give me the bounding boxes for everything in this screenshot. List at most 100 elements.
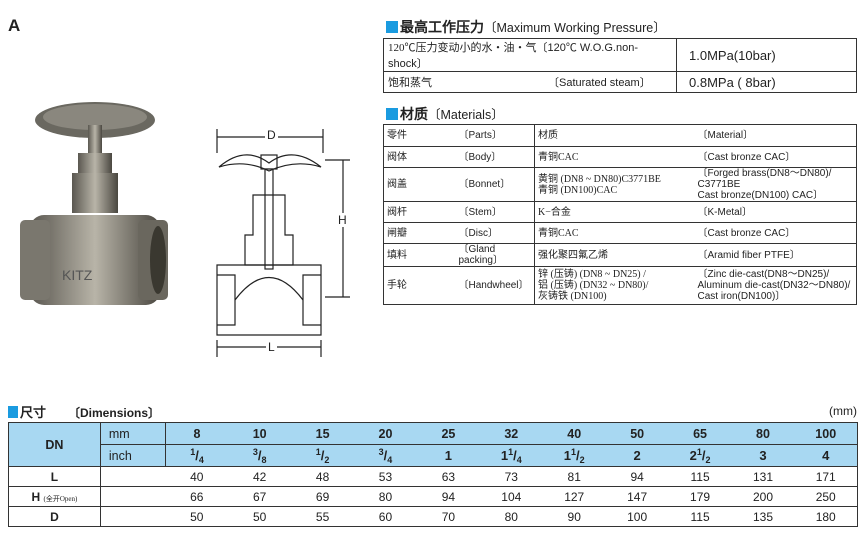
table-row: 手轮〔Handwheel〕锌 (压铸) (DN8 ~ DN25) /铝 (压铸)… xyxy=(383,266,857,305)
dimension-value: 66 xyxy=(165,486,229,507)
part-en: 〔Handwheel〕 xyxy=(455,266,535,305)
dimension-value: 115 xyxy=(668,506,732,527)
spacer-cell xyxy=(100,506,166,527)
right-port-outline xyxy=(302,274,321,326)
pressure-title-cn: 最高工作压力 xyxy=(400,19,484,35)
valve-photo: KITZ xyxy=(20,102,168,305)
inch-fraction: 4 xyxy=(822,447,829,465)
inch-numerator: 3 xyxy=(252,446,258,457)
inch-size: 21/2 xyxy=(668,444,732,467)
material-en-header: 〔Material〕 xyxy=(694,124,857,147)
material-cn-line: 青铜 (DN100)CAC xyxy=(538,184,618,196)
material-cn-line: 青铜CAC xyxy=(538,151,579,163)
body-outline xyxy=(216,264,322,336)
table-row: 120℃压力变动小的水・油・气〔120℃ W.O.G.non-shock〕1.0… xyxy=(383,38,857,72)
material-cn-cell: 青铜CAC xyxy=(534,146,695,168)
body-logo-text: KITZ xyxy=(62,267,93,283)
dimension-value: 70 xyxy=(416,506,480,527)
materials-title-cn: 材质 xyxy=(400,106,428,122)
inch-fraction: 3/8 xyxy=(252,446,267,465)
dimension-value: 50 xyxy=(228,506,292,527)
table-row: 饱和蒸气〔Saturated steam〕0.8MPa ( 8bar) xyxy=(383,71,857,93)
mm-size: 80 xyxy=(731,422,795,445)
material-en-cell: 〔Zinc die-cast(DN8～DN25)/Aluminum die-ca… xyxy=(694,266,857,305)
mm-size: 8 xyxy=(165,422,229,445)
part-en: 〔Body〕 xyxy=(455,146,535,168)
dimension-value: 200 xyxy=(731,486,795,507)
pressure-title: 最高工作压力〔Maximum Working Pressure〕 xyxy=(386,17,666,37)
body-shape xyxy=(30,215,160,305)
part-cn: 阀体 xyxy=(383,146,456,168)
part-cn: 填料 xyxy=(383,243,456,267)
dimension-value: 40 xyxy=(165,466,229,487)
part-en: 〔Bonnet〕 xyxy=(455,167,535,202)
condition-en: 〔120℃ W.O.G.non-shock〕 xyxy=(388,42,638,70)
material-en-cell: 〔Aramid fiber PTFE〕 xyxy=(694,243,857,267)
bonnet-shape xyxy=(72,173,118,213)
handwheel-top-shape xyxy=(43,104,147,130)
dimension-value: 73 xyxy=(479,466,543,487)
inch-size: 3 xyxy=(731,444,795,467)
mm-size: 25 xyxy=(416,422,480,445)
dimension-value: 42 xyxy=(228,466,292,487)
dimension-value: 131 xyxy=(731,466,795,487)
bullet-square-icon xyxy=(386,108,398,120)
dimension-label: D xyxy=(50,509,59,524)
inch-numerator: 1 xyxy=(315,446,321,457)
part-en-header: 〔Parts〕 xyxy=(455,124,535,147)
condition-cn: 饱和蒸气 xyxy=(388,77,432,89)
inch-size: 2 xyxy=(605,444,669,467)
material-cn-cell: 锌 (压铸) (DN8 ~ DN25) /铝 (压铸) (DN32 ~ DN80… xyxy=(534,266,695,305)
material-en-line: Aluminum die-cast(DN32～DN80)/ xyxy=(697,280,851,291)
inch-denominator: 2 xyxy=(579,454,585,465)
dimension-value: 50 xyxy=(165,506,229,527)
material-en-line: 〔Forged brass(DN8～DN80)/ C3771BE xyxy=(697,168,832,190)
material-cn-line: 青铜CAC xyxy=(538,227,579,239)
valve-drawing xyxy=(216,129,350,357)
dimension-value: 63 xyxy=(416,466,480,487)
pressure-table: 120℃压力变动小的水・油・气〔120℃ W.O.G.non-shock〕1.0… xyxy=(383,38,857,93)
dimension-value: 127 xyxy=(542,486,606,507)
material-en-line: 〔Cast bronze CAC〕 xyxy=(697,227,796,239)
inch-size: 4 xyxy=(794,444,858,467)
seat-outline xyxy=(234,276,304,301)
material-en-cell: 〔Cast bronze CAC〕 xyxy=(694,146,857,168)
inch-fraction: 3 xyxy=(759,447,766,465)
inch-denominator: 4 xyxy=(387,454,393,465)
dimensions-title: 尺寸〔Dimensions〕 xyxy=(8,402,160,421)
inch-denominator: 8 xyxy=(261,454,267,465)
dimension-value: 80 xyxy=(479,506,543,527)
inch-numerator: 1 xyxy=(571,446,577,457)
mm-size: 10 xyxy=(228,422,292,445)
inch-whole: 1 xyxy=(500,447,509,463)
inch-whole: 1 xyxy=(444,447,452,463)
mm-size: 32 xyxy=(479,422,543,445)
spacer-cell xyxy=(100,466,166,487)
inch-denominator: 2 xyxy=(324,454,330,465)
dimension-value: 104 xyxy=(479,486,543,507)
part-cn: 手轮 xyxy=(383,266,456,305)
bullet-square-icon xyxy=(386,21,398,33)
dimension-label-cell: L xyxy=(8,466,101,487)
inch-size: 1 xyxy=(416,444,480,467)
material-en-cell: 〔Cast bronze CAC〕 xyxy=(694,222,857,244)
inch-fraction: 1/4 xyxy=(190,446,204,465)
table-row: 闸瓣〔Disc〕青铜CAC〔Cast bronze CAC〕 xyxy=(383,222,857,244)
dim-l-label: L xyxy=(266,340,277,354)
material-en-line: 〔K-Metal〕 xyxy=(697,206,752,218)
dimension-value: 179 xyxy=(668,486,732,507)
inch-whole: 3 xyxy=(759,447,767,463)
part-cn: 阀盖 xyxy=(383,167,456,202)
inch-fraction: 11/4 xyxy=(500,446,522,465)
inch-denominator: 4 xyxy=(516,454,522,465)
mm-size: 65 xyxy=(668,422,732,445)
dn-label: DN xyxy=(8,422,101,467)
material-en-line: Cast bronze(DN100) CAC〕 xyxy=(697,190,824,201)
spacer-cell xyxy=(100,486,166,507)
dimension-value: 94 xyxy=(605,466,669,487)
dimension-label: L xyxy=(50,469,59,484)
inch-numerator: 3 xyxy=(378,446,384,457)
